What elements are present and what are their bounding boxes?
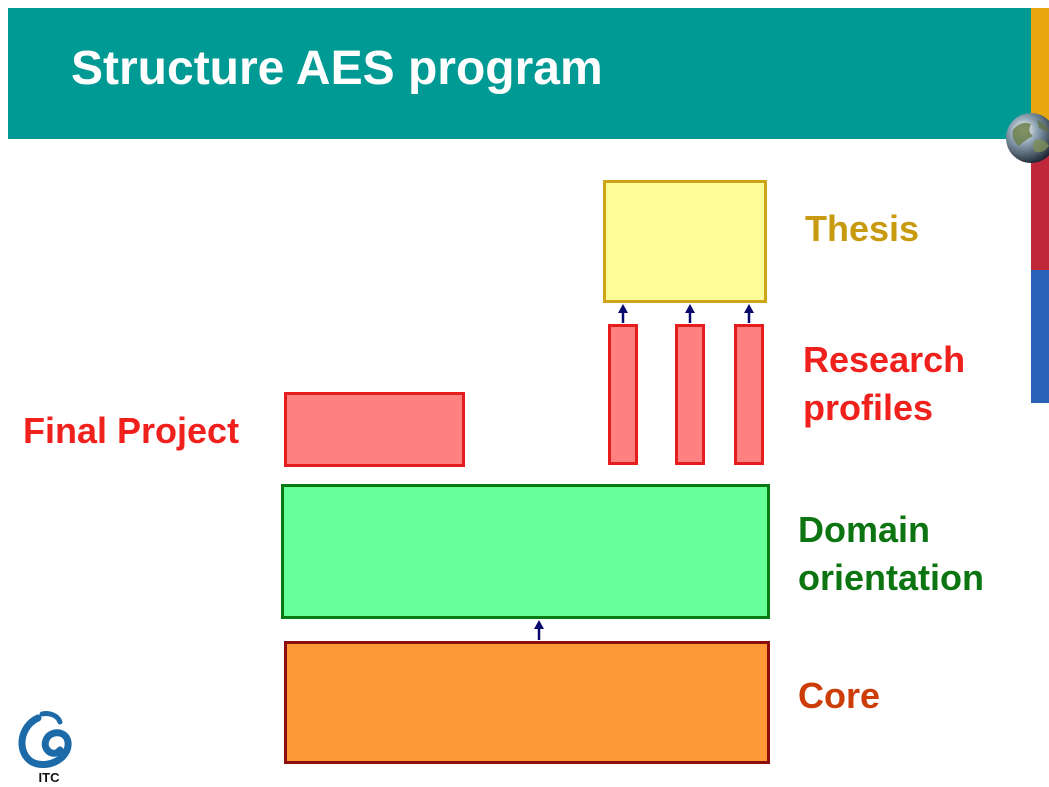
core-box bbox=[284, 641, 770, 764]
domain-orientation-line: Domain bbox=[798, 509, 931, 550]
research-profiles-label: Research profiles bbox=[803, 336, 965, 432]
thesis-label: Thesis bbox=[805, 208, 920, 249]
itc-logo: ITC bbox=[18, 711, 72, 784]
domain-orientation-label: Domain orientation bbox=[798, 506, 984, 602]
title-banner bbox=[8, 8, 1032, 139]
research-profile-bar bbox=[608, 324, 638, 465]
domain-orientation-line: orientation bbox=[798, 557, 984, 598]
arrowhead bbox=[618, 304, 628, 313]
itc-logo-text: ITC bbox=[39, 770, 61, 784]
slide-title: Structure AES program bbox=[71, 42, 603, 95]
domain-orientation-box bbox=[281, 484, 770, 619]
final-project-label: Final Project bbox=[23, 410, 240, 451]
final-project-box bbox=[284, 392, 465, 467]
thesis-box bbox=[603, 180, 767, 303]
globe-icon bbox=[1006, 113, 1049, 163]
arrowhead bbox=[534, 620, 544, 629]
arrowhead bbox=[685, 304, 695, 313]
research-profile-bar bbox=[734, 324, 764, 465]
research-profile-bar bbox=[675, 324, 705, 465]
accent-bar-blue bbox=[1031, 270, 1049, 403]
research-profiles-line: Research bbox=[803, 339, 966, 380]
core-label: Core bbox=[798, 675, 881, 716]
arrowhead bbox=[744, 304, 754, 313]
accent-bar-red bbox=[1031, 153, 1049, 270]
research-profiles-line: profiles bbox=[803, 387, 934, 428]
